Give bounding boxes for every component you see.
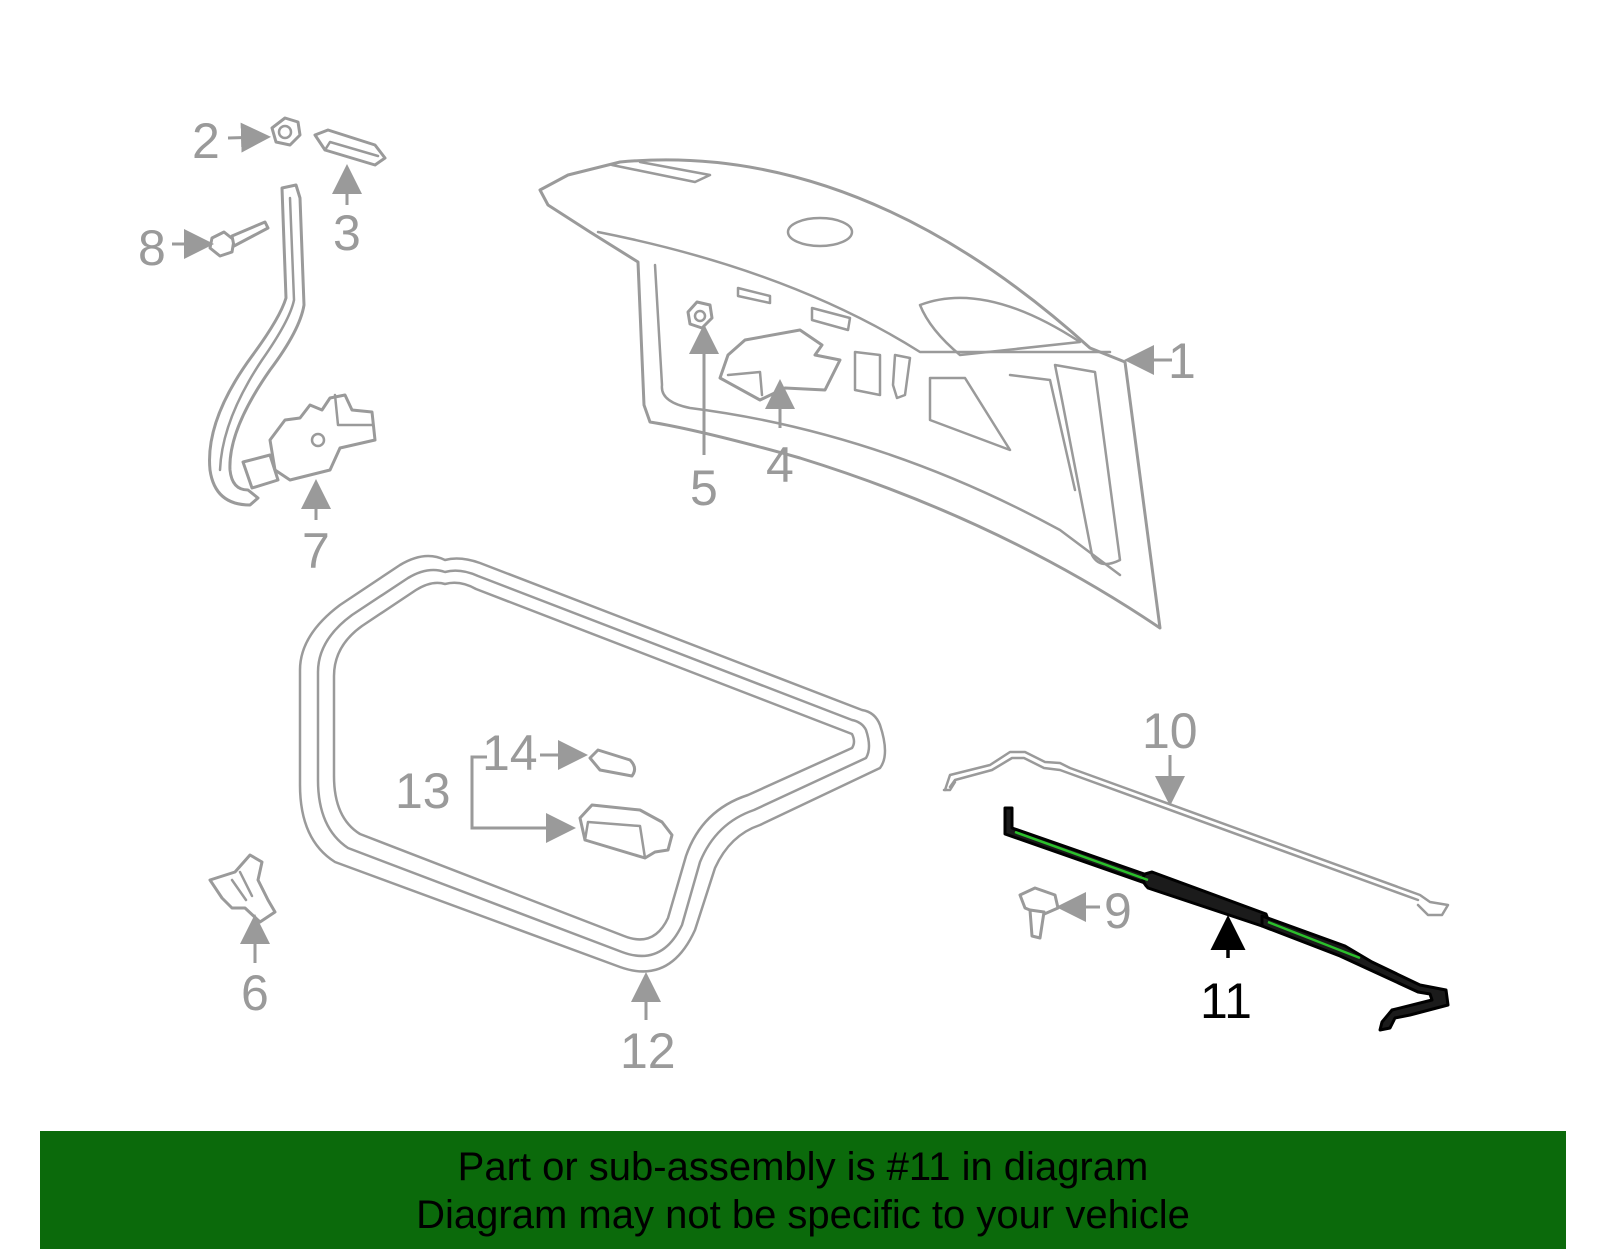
callout-14: 14 [482,725,538,781]
callout-11: 11 [1200,973,1252,1029]
bolt-part-8 [208,220,270,258]
bumper-part [313,128,387,167]
parts-diagram: 1 2 3 4 5 6 7 8 9 10 11 12 13 14 [138,113,1450,1079]
banner-line-1: Part or sub-assembly is #11 in diagram [457,1145,1149,1189]
callout-2: 2 [192,113,220,169]
callout-7: 7 [302,523,330,579]
leader-lines [172,122,1246,1020]
callout-1: 1 [1168,333,1196,389]
callout-6: 6 [241,965,269,1021]
callout-3: 3 [333,205,361,261]
support-rod-part-highlighted [1003,806,1450,1032]
callout-12: 12 [620,1023,676,1079]
callout-10: 10 [1142,703,1198,759]
bracket-part [208,853,277,924]
banner-line-2: Diagram may not be specific to your vehi… [416,1193,1190,1237]
info-banner: Part or sub-assembly is #11 in diagram D… [40,1131,1566,1249]
clip-part [270,116,302,147]
hinge-part [208,183,377,507]
bulb-part [588,748,637,778]
leader-2 [227,122,271,153]
bolt-part-5 [686,300,714,330]
trunk-lid-part [538,158,1162,630]
leader-13 [470,755,576,843]
callout-9: 9 [1104,883,1132,939]
release-cable-part [942,750,1450,917]
callout-8: 8 [138,220,166,276]
callout-5: 5 [690,460,718,516]
latch-part [718,328,842,402]
lamp-part [578,803,674,860]
weatherstrip-part [298,554,887,973]
callout-4: 4 [766,437,794,493]
callout-13: 13 [395,763,451,819]
push-pin-part [1018,886,1060,940]
